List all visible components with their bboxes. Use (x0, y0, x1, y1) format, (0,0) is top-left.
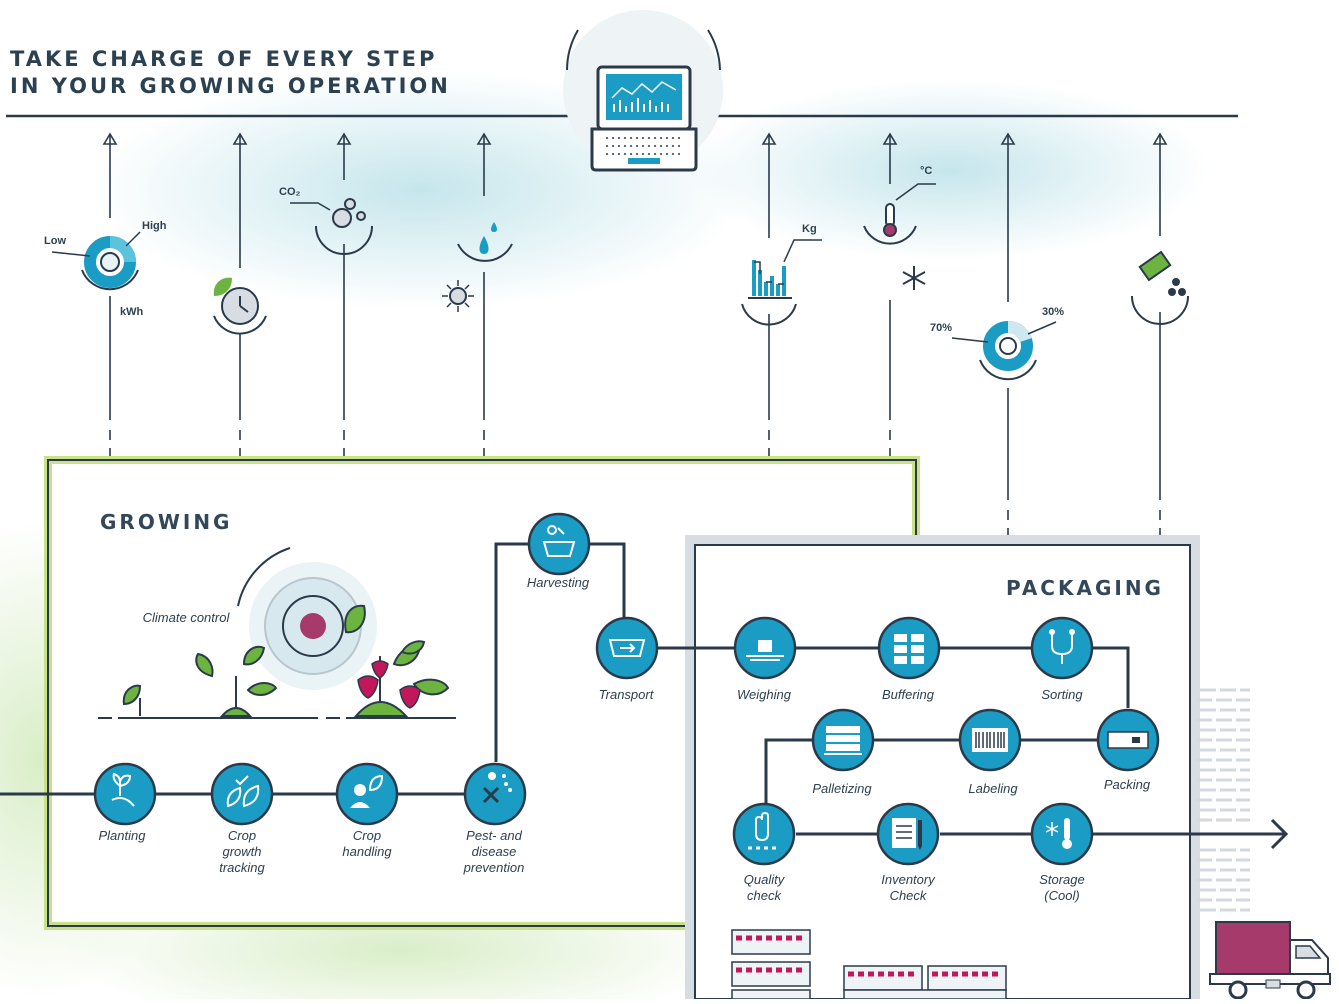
step-node-crop-growth[interactable] (210, 762, 274, 826)
worker-icon (354, 784, 366, 796)
step-node-planting[interactable] (93, 762, 157, 826)
transport-cart-icon (608, 639, 646, 657)
energy-high-label: High (142, 220, 167, 232)
step-label-pest: Pest- and disease prevention (463, 828, 525, 875)
laptop-hub (563, 10, 723, 172)
thermometer-icon (863, 183, 936, 245)
pest-cross-icon (482, 786, 500, 804)
quality-split-b-label: 30% (1042, 306, 1065, 318)
headline: TAKE CHARGE OF EVERY STEP IN YOUR GROWIN… (10, 46, 451, 100)
laptop-icon (590, 65, 698, 172)
packaging-section-title: PACKAGING (1006, 576, 1164, 600)
step-node-quality-check[interactable] (732, 802, 796, 866)
planting-icon (111, 772, 135, 807)
background-glow (690, 80, 1210, 260)
clock-leaf-icon (213, 277, 267, 335)
step-label-quality-check: Quality check (743, 872, 785, 903)
process-connectors (0, 542, 1289, 850)
step-label-buffering: Buffering (881, 687, 935, 702)
metric-lines (102, 132, 1168, 545)
step-node-storage[interactable] (1030, 802, 1094, 866)
climate-control-illustration (98, 547, 456, 719)
money-icon (1131, 250, 1189, 325)
energy-unit-label: kWh (120, 306, 144, 318)
scale-icon (746, 655, 784, 661)
step-label-storage: Storage (Cool) (1039, 872, 1085, 903)
step-node-pest-prevention[interactable] (463, 762, 527, 826)
bar-chart-icon (741, 239, 822, 326)
crates-icon (894, 634, 924, 664)
step-label-packing: Packing (1103, 777, 1151, 792)
step-node-crop-handling[interactable] (335, 762, 399, 826)
pallet-icon (826, 726, 860, 751)
co2-bubbles-icon (290, 198, 373, 255)
packaging-panel (685, 535, 1200, 1004)
hand-icon (755, 811, 769, 842)
step-node-palletizing[interactable] (811, 708, 875, 772)
step-label-palletizing: Palletizing (812, 781, 872, 796)
co2-label: CO₂ (279, 186, 301, 198)
strawberry-crates (731, 929, 1007, 1000)
step-label-crop-growth: Crop growth tracking (219, 828, 265, 875)
step-node-buffering[interactable] (877, 616, 941, 680)
step-label-planting: Planting (98, 828, 146, 843)
sorting-icon (1051, 634, 1073, 664)
step-node-packing[interactable] (1096, 708, 1160, 772)
quality-donut-icon (951, 321, 1057, 381)
quality-split-a-label: 70% (930, 322, 953, 334)
climate-control-label: Climate control (142, 610, 230, 625)
delivery-truck-icon (1209, 921, 1331, 1000)
step-node-inventory-check[interactable] (876, 802, 940, 866)
sun-icon (442, 280, 474, 312)
step-label-weighing: Weighing (737, 687, 791, 702)
step-node-transport[interactable] (595, 616, 659, 680)
clipboard-icon (892, 818, 916, 848)
step-label-harvesting: Harvesting (526, 575, 590, 590)
step-label-sorting: Sorting (1041, 687, 1083, 702)
brick-wall (1196, 688, 1250, 912)
snowflake-icon (902, 266, 926, 290)
step-node-sorting[interactable] (1030, 616, 1094, 680)
step-label-transport: Transport (598, 687, 654, 702)
growing-section-title: GROWING (100, 510, 233, 534)
cart-icon (542, 541, 576, 557)
box-icon (1107, 731, 1149, 749)
cold-thermometer-icon (1064, 818, 1070, 840)
headline-line-2: IN YOUR GROWING OPERATION (10, 74, 451, 98)
step-label-labeling: Labeling (968, 781, 1018, 796)
energy-low-label: Low (44, 235, 66, 247)
step-label-inventory-check: Inventory Check (881, 872, 935, 903)
step-node-labeling[interactable] (958, 708, 1022, 772)
step-node-harvesting[interactable] (527, 512, 591, 576)
temperature-label: °C (920, 165, 933, 177)
headline-line-1: TAKE CHARGE OF EVERY STEP (10, 47, 438, 71)
weight-label: Kg (802, 223, 817, 235)
water-drop-icon (457, 222, 513, 262)
leaves-check-icon (226, 775, 260, 808)
step-label-crop-handling: Crop handling (342, 828, 392, 859)
step-node-weighing[interactable] (733, 616, 797, 680)
energy-donut-icon (51, 231, 141, 291)
